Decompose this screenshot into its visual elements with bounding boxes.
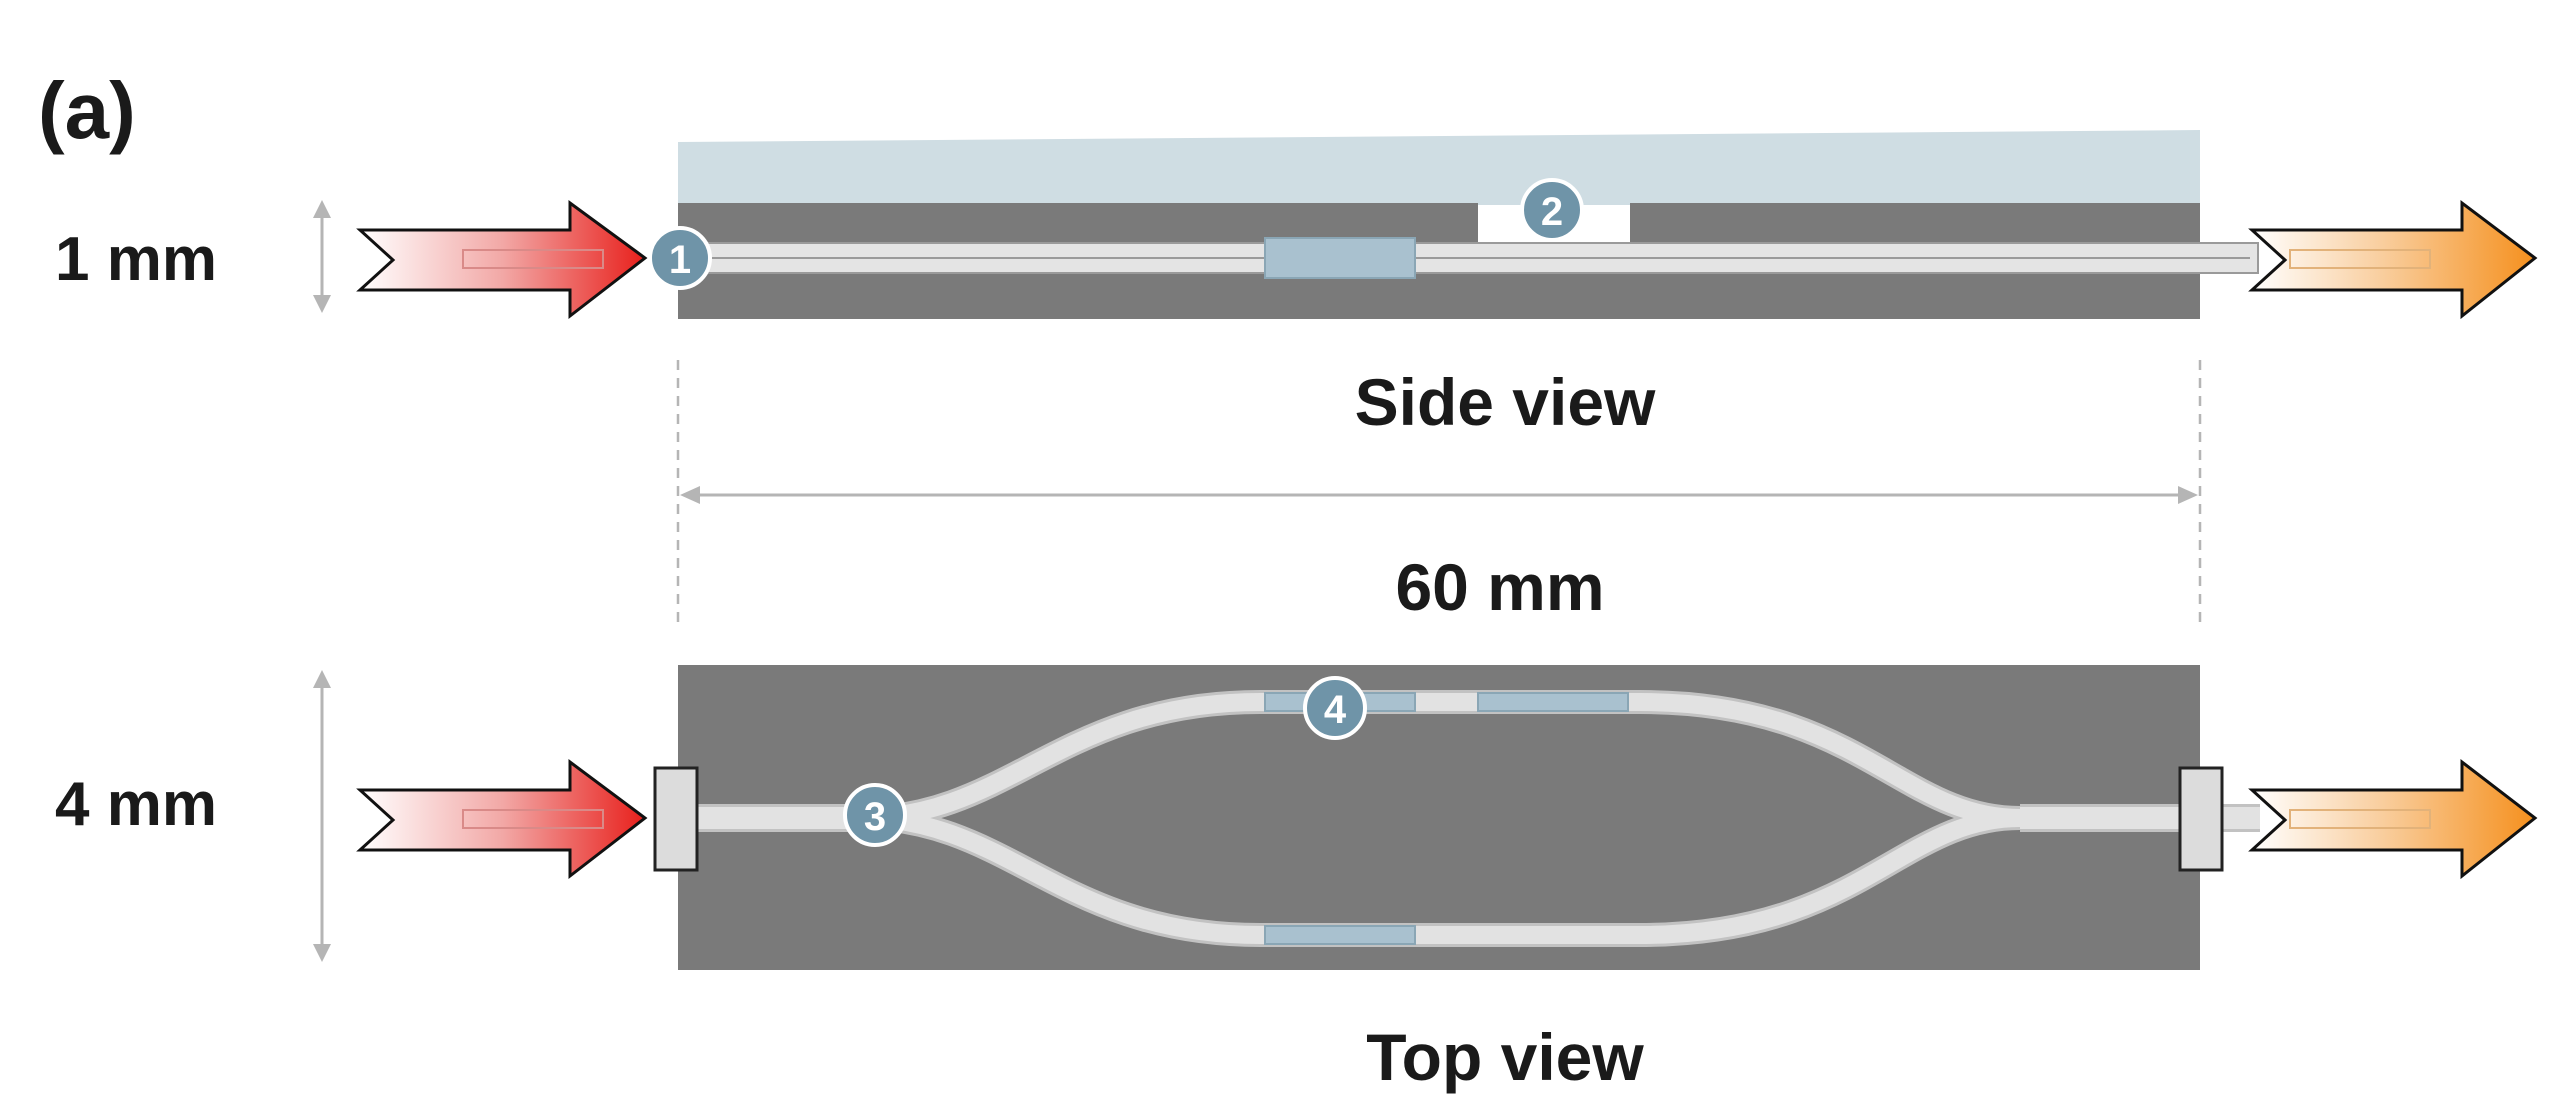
side-view-caption: Side view — [1355, 365, 1656, 439]
top-height-dimension — [313, 670, 331, 962]
marker-2-label: 2 — [1541, 190, 1563, 234]
side-output-arrow-core — [2289, 249, 2431, 269]
marker-3-label: 3 — [864, 795, 886, 839]
side-height-dimension — [313, 200, 331, 313]
length-dimension — [676, 360, 2202, 630]
top-input-arrow — [356, 759, 648, 880]
top-height-label: 4 mm — [55, 770, 217, 839]
top-view-caption: Top view — [1366, 1020, 1644, 1094]
marker-2-badge — [1520, 178, 1584, 242]
top-input-arrow-core — [462, 809, 604, 829]
side-sensing-window — [1264, 237, 1416, 279]
top-view: 4 mm 3 4 Top view — [55, 665, 2538, 1094]
side-substrate-bottom — [678, 273, 2200, 319]
side-output-arrow — [2248, 199, 2538, 320]
top-input-coupler — [653, 766, 699, 872]
side-substrate-top-left — [678, 203, 1478, 243]
side-substrate-top-right — [1630, 203, 2200, 243]
side-height-label: 1 mm — [55, 225, 217, 294]
marker-4-label: 4 — [1324, 688, 1347, 732]
marker-4-badge — [1303, 676, 1367, 740]
top-output-coupler — [2178, 766, 2224, 872]
length-label: 60 mm — [1395, 550, 1604, 624]
side-cover-layer — [678, 130, 2200, 205]
top-output-arrow-core — [2289, 809, 2431, 829]
side-input-arrow-core — [462, 249, 604, 269]
top-upper-window-2 — [1477, 692, 1629, 712]
top-lower-window — [1264, 925, 1416, 945]
panel-label: (a) — [38, 66, 136, 155]
side-input-arrow — [356, 200, 648, 320]
side-view: 1 mm 1 2 Side view — [55, 130, 2538, 439]
marker-1-label: 1 — [669, 238, 691, 282]
marker-3-badge — [843, 783, 907, 847]
marker-1-badge — [648, 226, 712, 290]
top-output-arrow — [2248, 758, 2538, 880]
